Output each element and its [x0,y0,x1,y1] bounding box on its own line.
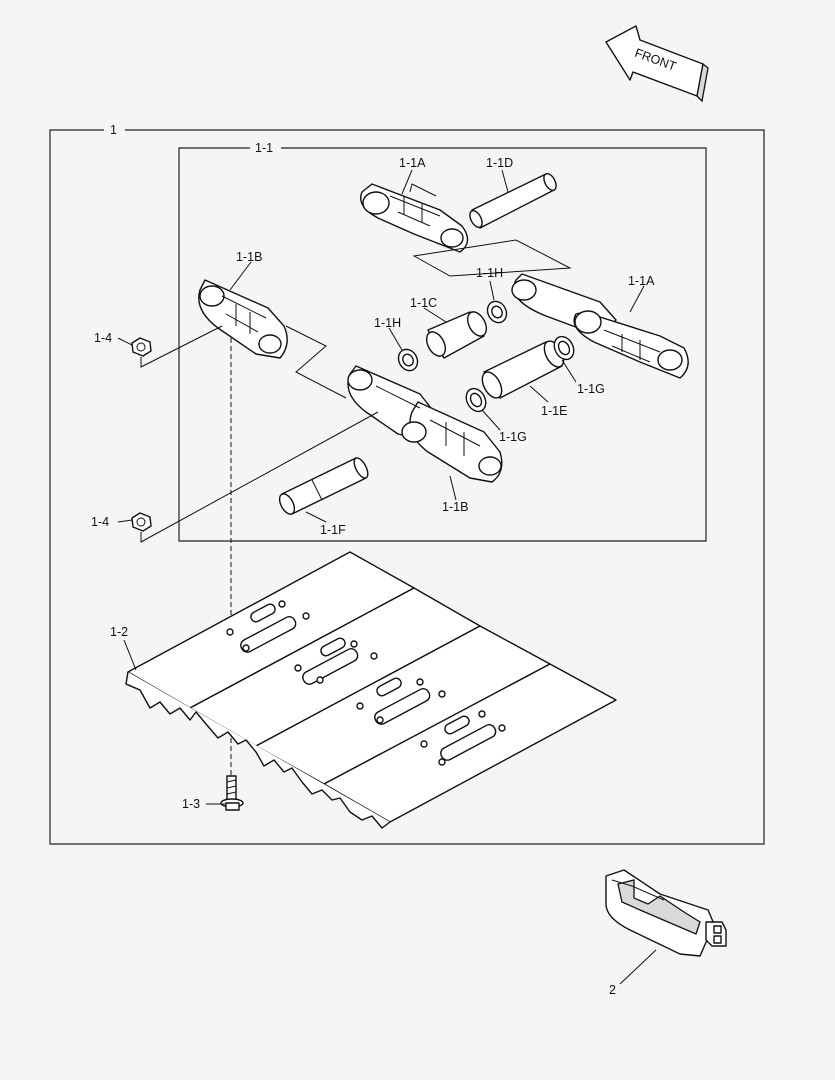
label-shoe: 1-2 [110,625,128,639]
label-bushing-e: 1-1E [541,404,567,418]
nut-1-4-lower [131,512,152,532]
seal-1-1g-right [553,335,575,361]
label-bolt: 1-3 [182,797,200,811]
assembly-frame: 1 [49,123,765,845]
seal-1-1h-right [486,300,508,324]
label-nut-upper: 1-4 [94,331,112,345]
nut-1-4-upper [131,337,152,357]
seal-1-1g-lower [465,387,487,413]
label-seal-h-left: 1-1H [374,316,401,330]
link-1-1b-left [198,279,288,359]
seal-1-1h-left [397,348,419,372]
chain-frame: 1-1 [178,141,707,542]
pin-1-1f [278,457,369,515]
guard-2 [605,869,727,957]
track-shoe-1-2 [125,551,617,829]
link-1-1a-top [360,183,469,253]
label-seal-g-right: 1-1G [577,382,605,396]
label-link-a-top: 1-1A [399,156,426,170]
shoe-holes [226,600,506,766]
label-link-b-lower: 1-1B [442,500,468,514]
label-link-b-left: 1-1B [236,250,262,264]
link-1-1a-right [511,273,689,379]
label-seal-h-right: 1-1H [476,266,503,280]
label-guard: 2 [609,983,616,997]
link-1-1b-lower [347,365,503,483]
leader-lines [117,169,657,985]
label-chain-assembly: 1-1 [255,141,273,155]
front-arrow-icon: FRONT [605,25,709,103]
label-link-a-right: 1-1A [628,274,655,288]
label-pin-f: 1-1F [320,523,346,537]
label-bushing-c: 1-1C [410,296,437,310]
label-pin-d: 1-1D [486,156,513,170]
pin-1-1d [469,173,557,229]
label-seal-g-lower: 1-1G [499,430,527,444]
bushing-1-1c [425,311,488,359]
bolt-1-3 [220,775,244,811]
label-nut-lower: 1-4 [91,515,109,529]
label-assembly: 1 [110,123,117,137]
